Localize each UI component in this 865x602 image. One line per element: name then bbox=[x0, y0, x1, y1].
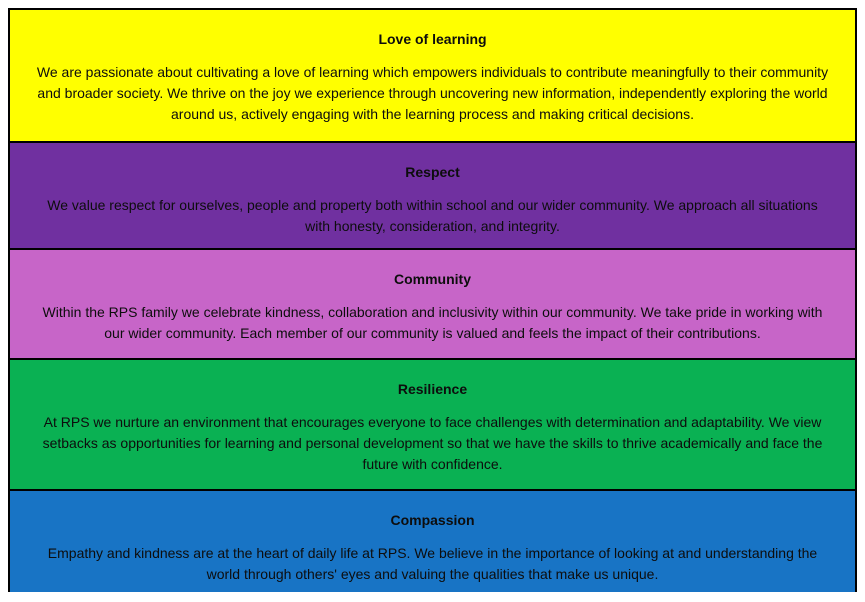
value-title: Resilience bbox=[397, 381, 468, 397]
value-title: Respect bbox=[405, 164, 460, 180]
value-body: We value respect for ourselves, people a… bbox=[47, 197, 818, 234]
value-row: Resilience At RPS we nurture an environm… bbox=[10, 360, 855, 491]
value-title: Compassion bbox=[390, 512, 475, 528]
value-body: We are passionate about cultivating a lo… bbox=[36, 64, 829, 122]
values-table: Love of learning We are passionate about… bbox=[8, 8, 857, 592]
value-row: Respect We value respect for ourselves, … bbox=[10, 143, 855, 250]
value-body: At RPS we nurture an environment that en… bbox=[42, 414, 823, 472]
value-row: Compassion Empathy and kindness are at t… bbox=[10, 491, 855, 592]
value-row: Love of learning We are passionate about… bbox=[10, 10, 855, 143]
value-row: Community Within the RPS family we celeb… bbox=[10, 250, 855, 360]
value-title: Love of learning bbox=[378, 31, 487, 47]
value-body: Within the RPS family we celebrate kindn… bbox=[42, 304, 823, 341]
value-body: Empathy and kindness are at the heart of… bbox=[47, 545, 818, 582]
value-title: Community bbox=[394, 271, 471, 287]
